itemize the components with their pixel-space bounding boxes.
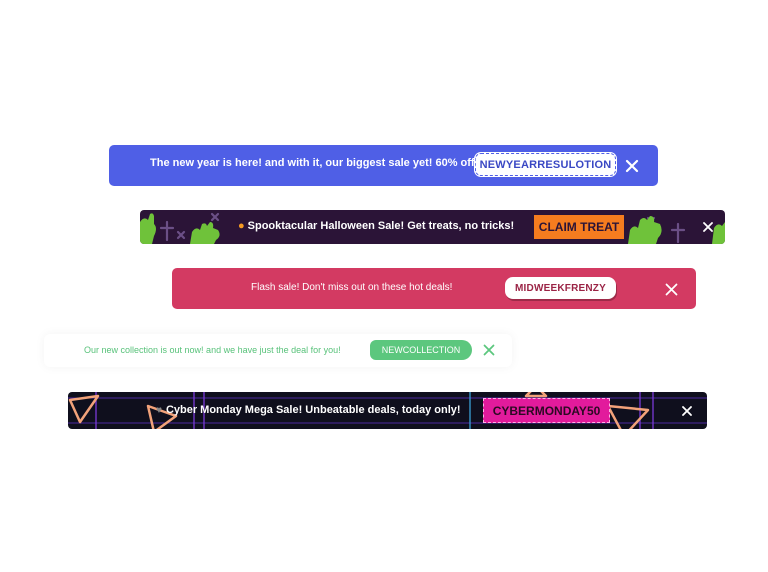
banner-message: ♥Cyber Monday Mega Sale! Unbeatable deal… — [156, 404, 461, 416]
banner-message: The new year is here! and with it, our b… — [150, 157, 479, 169]
coupon-code-button[interactable]: NEWYEARRESULOTION — [474, 152, 617, 177]
banner-message: Flash sale! Don't miss out on these hot … — [251, 282, 453, 293]
halloween-sale-banner: ●Spooktacular Halloween Sale! Get treats… — [140, 210, 725, 244]
halloween-decoration — [140, 212, 725, 244]
close-icon[interactable] — [700, 219, 716, 235]
cyber-monday-banner: ♥Cyber Monday Mega Sale! Unbeatable deal… — [68, 392, 707, 429]
claim-treat-button[interactable]: CLAIM TREAT — [534, 215, 624, 239]
heart-icon: ♥ — [156, 405, 162, 416]
new-collection-banner: Our new collection is out now! and we ha… — [44, 334, 512, 367]
close-icon[interactable] — [661, 279, 681, 299]
triangle-icon — [68, 392, 650, 429]
coupon-code-button[interactable]: MIDWEEKFRENZY — [505, 277, 616, 299]
close-icon[interactable] — [622, 156, 642, 176]
flash-sale-banner: Flash sale! Don't miss out on these hot … — [172, 268, 696, 309]
zombie-hand-icon — [140, 213, 220, 244]
coupon-code-button[interactable]: NEWCOLLECTION — [370, 340, 472, 360]
pumpkin-icon: ● — [238, 220, 245, 232]
banner-message: ●Spooktacular Halloween Sale! Get treats… — [238, 220, 515, 232]
coupon-code-button[interactable]: CYBERMONDAY50 — [483, 398, 610, 423]
close-icon[interactable] — [679, 403, 695, 419]
new-year-sale-banner: The new year is here! and with it, our b… — [109, 145, 658, 186]
close-icon[interactable] — [481, 342, 497, 358]
banner-message: Our new collection is out now! and we ha… — [84, 345, 341, 355]
